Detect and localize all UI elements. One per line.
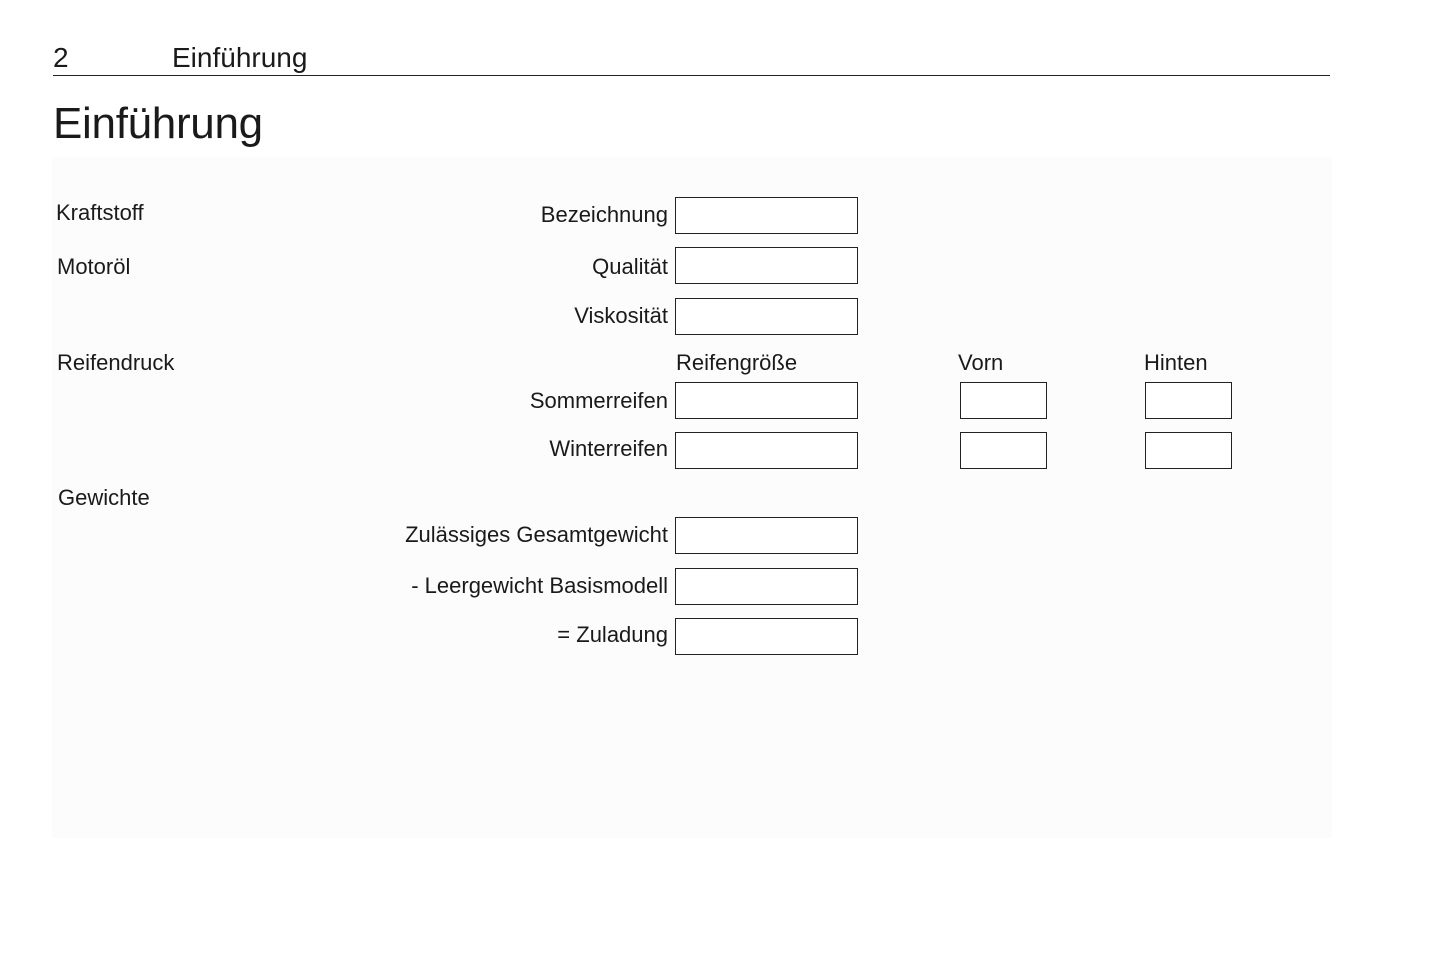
field-label-viskositaet: Viskosität [574,303,668,328]
bezeichnung-field[interactable] [675,197,858,234]
chapter-title: Einführung [53,99,263,148]
qualitaet-field[interactable] [675,247,858,284]
field-label-leergewicht: - Leergewicht Basismodell [411,573,668,598]
zuladung-field[interactable] [675,618,858,655]
winterreifen-size-field[interactable] [675,432,858,469]
header-rule [53,75,1330,76]
section-label-kraftstoff: Kraftstoff [56,200,144,225]
running-header-title: Einführung [172,42,308,73]
sommerreifen-rear-field[interactable] [1145,382,1232,419]
sommerreifen-size-field[interactable] [675,382,858,419]
column-header-vorn: Vorn [958,350,1004,375]
viskositaet-field[interactable] [675,298,858,335]
winterreifen-front-field[interactable] [960,432,1047,469]
section-label-gewichte: Gewichte [58,485,150,510]
page-number: 2 [53,42,69,73]
field-label-zuladung: = Zuladung [557,622,668,647]
leergewicht-field[interactable] [675,568,858,605]
field-label-qualitaet: Qualität [592,254,668,279]
column-header-hinten: Hinten [1144,350,1208,375]
field-label-bezeichnung: Bezeichnung [540,202,668,227]
column-header-reifengroesse: Reifengröße [676,350,798,375]
section-label-motoroel: Motoröl [57,254,131,279]
field-label-sommerreifen: Sommerreifen [529,388,668,413]
winterreifen-rear-field[interactable] [1145,432,1232,469]
field-label-zulaessiges-gesamtgewicht: Zulässiges Gesamtgewicht [405,522,668,547]
section-label-reifendruck: Reifendruck [57,350,175,375]
zulaessiges-gesamtgewicht-field[interactable] [675,517,858,554]
field-label-winterreifen: Winterreifen [549,436,668,461]
sommerreifen-front-field[interactable] [960,382,1047,419]
